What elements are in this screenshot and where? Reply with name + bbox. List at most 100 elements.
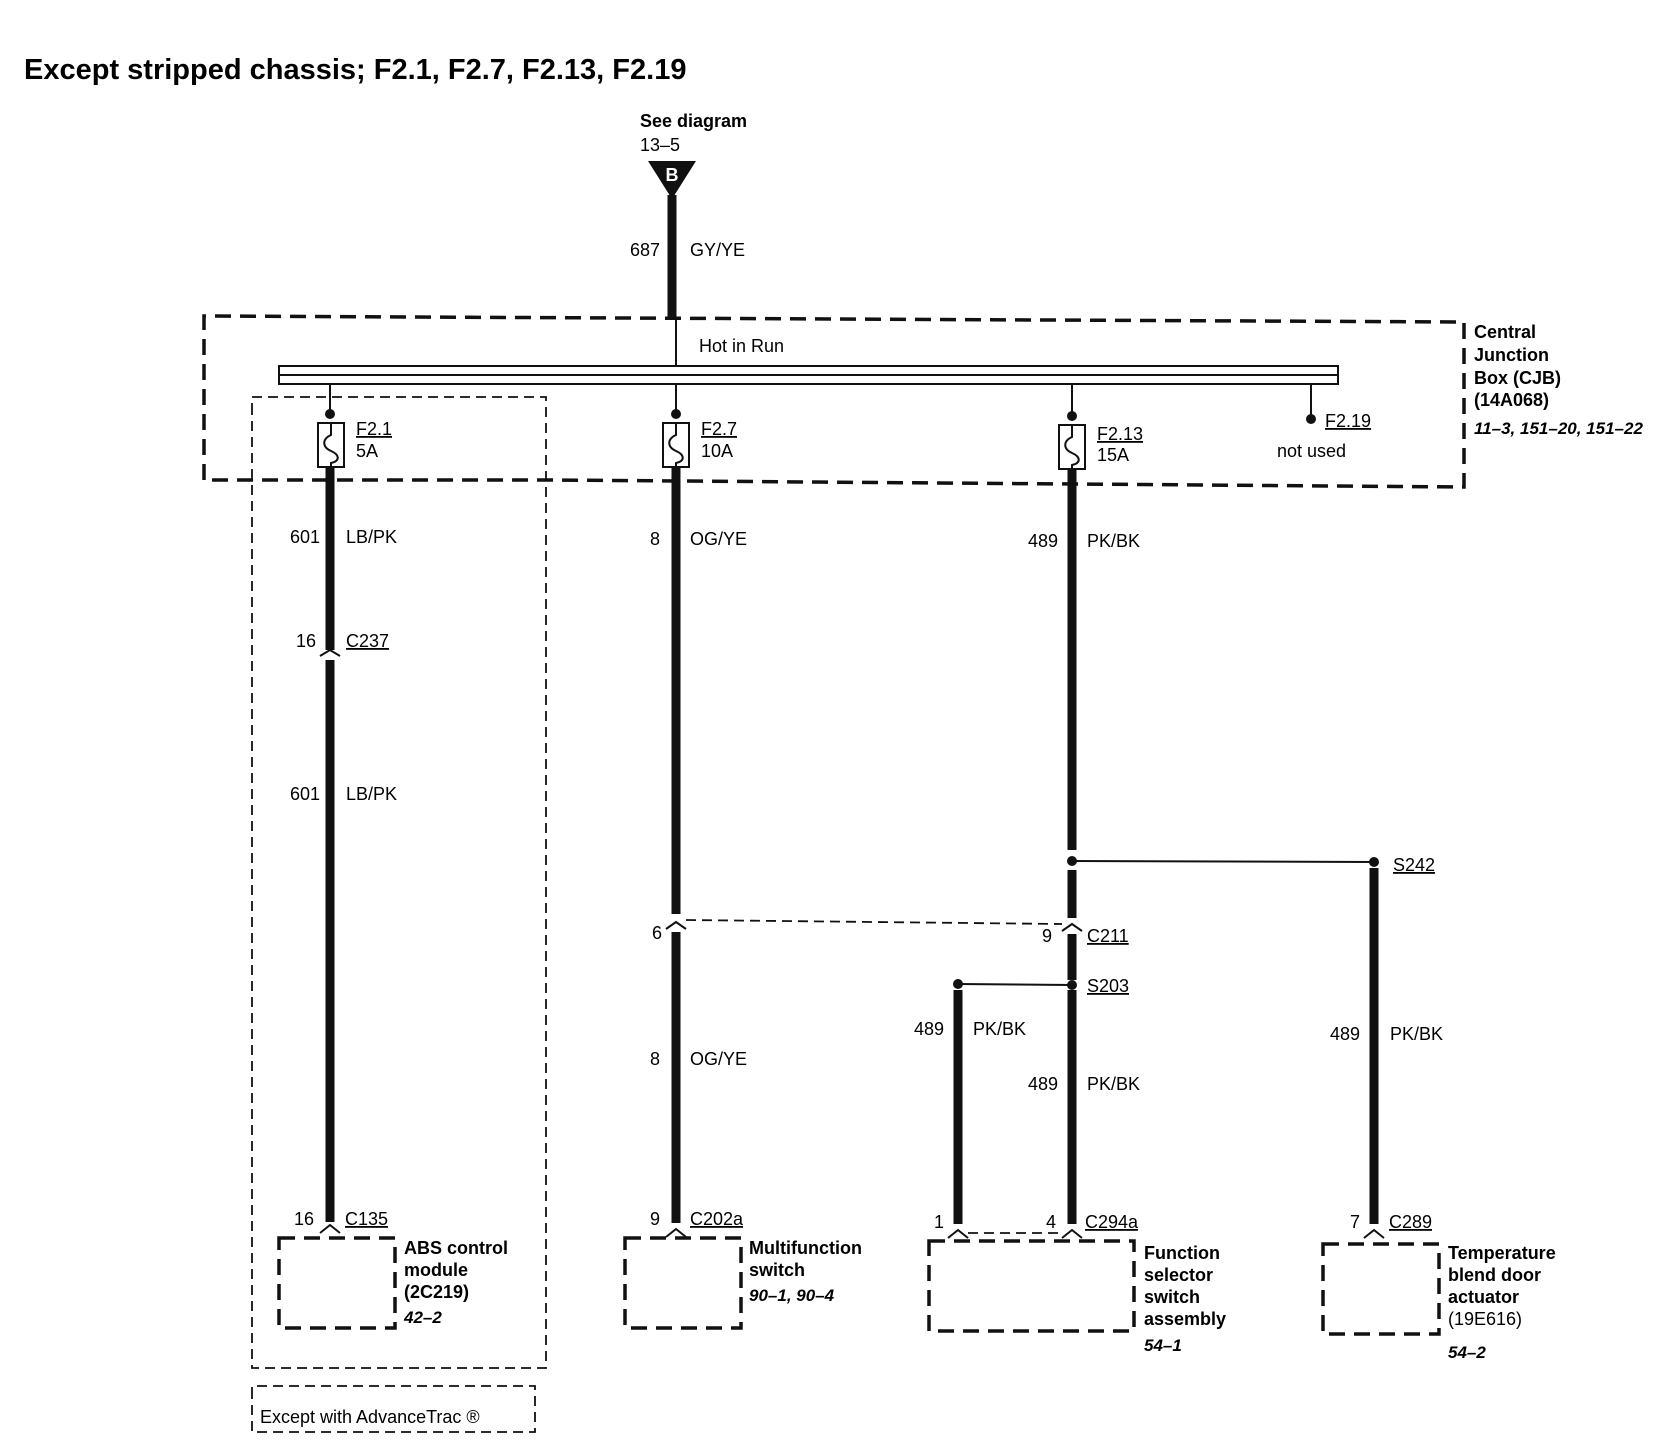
temperature-blend-door-label: Temperature blend door actuator (19E616) xyxy=(1448,1243,1556,1329)
option-outline xyxy=(251,396,547,1369)
fuse-f2-13-id: F2.13 xyxy=(1097,424,1143,444)
function-selector-switch-label: Function selector switch assembly xyxy=(1144,1243,1226,1329)
fuse-f2-7-element-icon xyxy=(668,423,684,467)
wire-489-branch-color: PK/BK xyxy=(973,1019,1026,1039)
fuse-f2-19-id: F2.19 xyxy=(1325,411,1371,431)
source-ref: 13–5 xyxy=(640,135,680,155)
wire-489-tbd-circuit: 489 xyxy=(1330,1024,1360,1044)
cjb-name: Central Junction Box (CJB) (14A068) xyxy=(1474,322,1561,410)
c211-connector-link xyxy=(685,919,1063,925)
fuse-f2-13-node xyxy=(1067,411,1077,421)
s242-name: S242 xyxy=(1393,855,1435,875)
fuse-f2-19-note: not used xyxy=(1277,441,1346,461)
svg-text:ABS control: ABS control xyxy=(404,1238,508,1258)
c202a-pin: 9 xyxy=(650,1209,660,1229)
wire-8-upper-color: OG/YE xyxy=(690,529,747,549)
source-text: See diagram xyxy=(640,111,747,131)
fuse-f2-1-rating: 5A xyxy=(356,441,378,461)
wire-8-lower-circuit: 8 xyxy=(650,1049,660,1069)
bus-label: Hot in Run xyxy=(699,336,784,356)
option-label: Except with AdvanceTrac ® xyxy=(260,1407,480,1427)
wire-489-lower-circuit: 489 xyxy=(1028,1074,1058,1094)
svg-text:(2C219): (2C219) xyxy=(404,1282,469,1302)
fuse-f2-1-element-icon xyxy=(323,423,339,467)
s242-branch-line xyxy=(1071,860,1375,863)
svg-text:selector: selector xyxy=(1144,1265,1213,1285)
source-connector-triangle[interactable] xyxy=(648,161,696,199)
abs-module-label: ABS control module (2C219) xyxy=(404,1238,508,1302)
c294a-left-pin: 1 xyxy=(934,1212,944,1232)
svg-text:(14A068): (14A068) xyxy=(1474,390,1549,410)
c237-pin-icon xyxy=(319,648,341,657)
source-connector-letter: B xyxy=(666,165,679,185)
svg-text:(19E616): (19E616) xyxy=(1448,1309,1522,1329)
abs-module-ref: 42–2 xyxy=(403,1308,442,1327)
c211-left-pin-icon xyxy=(665,920,687,930)
s203-node-left[interactable] xyxy=(953,979,963,989)
wire-601-upper-color: LB/PK xyxy=(346,527,397,547)
svg-text:switch: switch xyxy=(1144,1287,1200,1307)
wire-8-lower-color: OG/YE xyxy=(690,1049,747,1069)
svg-text:Box (CJB): Box (CJB) xyxy=(1474,368,1561,388)
svg-text:actuator: actuator xyxy=(1448,1287,1519,1307)
wire-601-lower-color: LB/PK xyxy=(346,784,397,804)
c294a-right-pin: 4 xyxy=(1046,1212,1056,1232)
c211-right-pin: 9 xyxy=(1042,926,1052,946)
option-label-box xyxy=(251,1385,536,1433)
cjb-outline xyxy=(202,314,1466,489)
svg-text:switch: switch xyxy=(749,1260,805,1280)
c135-pin: 16 xyxy=(294,1209,314,1229)
c289-name: C289 xyxy=(1389,1212,1432,1232)
svg-text:blend door: blend door xyxy=(1448,1265,1541,1285)
fuse-f2-1-id: F2.1 xyxy=(356,419,392,439)
svg-text:Multifunction: Multifunction xyxy=(749,1238,862,1258)
svg-text:assembly: assembly xyxy=(1144,1309,1226,1329)
wire-687-circuit: 687 xyxy=(630,240,660,260)
wire-8-upper-circuit: 8 xyxy=(650,529,660,549)
wire-601-lower-circuit: 601 xyxy=(290,784,320,804)
function-selector-switch-ref: 54–1 xyxy=(1144,1336,1182,1355)
multifunction-switch-box[interactable] xyxy=(623,1236,743,1330)
fuse-f2-1-node xyxy=(325,409,335,419)
function-selector-switch-box[interactable] xyxy=(927,1239,1136,1333)
fuse-f2-19-node xyxy=(1306,414,1316,424)
wire-489-lower-color: PK/BK xyxy=(1087,1074,1140,1094)
wire-489-tbd-color: PK/BK xyxy=(1390,1024,1443,1044)
fuse-f2-7-rating: 10A xyxy=(701,441,733,461)
c294a-left-pin-icon xyxy=(947,1228,969,1239)
svg-text:Temperature: Temperature xyxy=(1448,1243,1556,1263)
svg-text:Junction: Junction xyxy=(1474,345,1549,365)
svg-text:module: module xyxy=(404,1260,468,1280)
s203-branch-line xyxy=(957,983,1073,986)
svg-text:Central: Central xyxy=(1474,322,1536,342)
c211-name: C211 xyxy=(1087,926,1129,946)
fuse-f2-7-id: F2.7 xyxy=(701,419,737,439)
c289-pin: 7 xyxy=(1350,1212,1360,1232)
c237-name: C237 xyxy=(346,631,389,651)
wire-489-branch-circuit: 489 xyxy=(914,1019,944,1039)
fuse-f2-13-element-icon xyxy=(1064,425,1080,469)
temperature-blend-door-box[interactable] xyxy=(1321,1242,1441,1336)
c211-left-pin: 6 xyxy=(652,923,662,943)
c294a-right-pin-icon xyxy=(1061,1228,1083,1239)
wire-489-upper-circuit: 489 xyxy=(1028,531,1058,551)
diagram-title: Except stripped chassis; F2.1, F2.7, F2.… xyxy=(24,54,686,86)
multifunction-switch-label: Multifunction switch xyxy=(749,1238,862,1280)
wire-489-upper-color: PK/BK xyxy=(1087,531,1140,551)
temperature-blend-door-ref: 54–2 xyxy=(1448,1343,1486,1362)
abs-module-box[interactable] xyxy=(277,1236,397,1330)
cjb-refs: 11–3, 151–20, 151–22 xyxy=(1474,419,1643,438)
wire-687-color: GY/YE xyxy=(690,240,745,260)
wire-601-upper-circuit: 601 xyxy=(290,527,320,547)
c211-right-pin-icon xyxy=(1061,922,1083,932)
c202a-pin-icon xyxy=(665,1227,687,1238)
svg-text:Function: Function xyxy=(1144,1243,1220,1263)
multifunction-switch-ref: 90–1, 90–4 xyxy=(749,1286,835,1305)
s242-node-right[interactable] xyxy=(1369,857,1379,867)
c202a-name: C202a xyxy=(690,1209,744,1229)
fuse-f2-13-rating: 15A xyxy=(1097,445,1129,465)
c135-name: C135 xyxy=(345,1209,388,1229)
fuse-f2-7-node xyxy=(671,409,681,419)
c294a-name: C294a xyxy=(1085,1212,1139,1232)
c289-pin-icon xyxy=(1363,1228,1385,1239)
